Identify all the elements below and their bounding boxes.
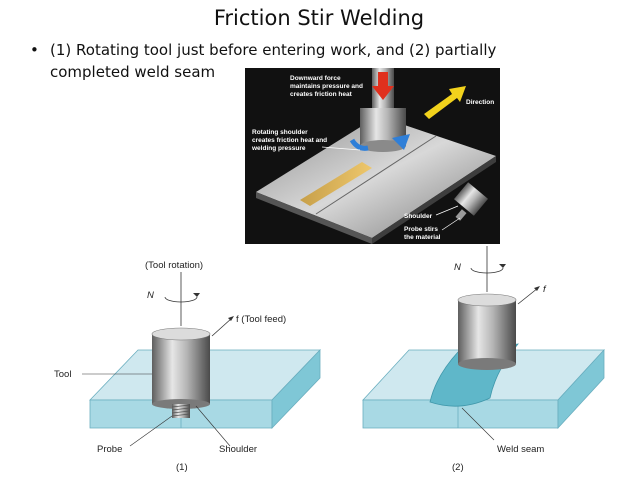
label-n-2: N (454, 262, 461, 273)
label-weld-seam: Weld seam (497, 444, 544, 455)
rotation-arrowhead-2 (499, 264, 506, 268)
label-rotating-shoulder-2: creates friction heat and (252, 137, 327, 144)
label-probe-2: the material (404, 234, 441, 241)
label-downward-force-1: Downward force (290, 75, 341, 82)
label-direction: Direction (466, 99, 494, 106)
tool-shoulder-face (360, 140, 406, 152)
plate-joint-line (315, 135, 437, 215)
tool-top-2 (457, 293, 517, 307)
diagram-1-tool-before-entry: (Tool rotation) N f (Tool feed) Tool Pro… (54, 260, 321, 473)
rotation-arrow-left (349, 138, 369, 151)
label-downward-force-2: maintains pressure and (290, 83, 363, 90)
workpiece-plates (256, 116, 496, 238)
rotation-arc-1 (164, 296, 198, 303)
tool-top-1 (151, 327, 211, 341)
plate-front-edge (256, 192, 372, 244)
label-tool-rotation: (Tool rotation) (145, 260, 203, 271)
slide-title: Friction Stir Welding (213, 6, 425, 30)
label-shoulder: Shoulder (404, 213, 433, 220)
probe-detail (455, 209, 467, 221)
leader-weld-seam (461, 407, 495, 441)
shoulder-probe-detail (453, 182, 489, 216)
label-tool-feed: f (Tool feed) (236, 314, 286, 325)
leader-probe-1 (129, 415, 173, 447)
label-shoulder-1: Shoulder (219, 444, 257, 455)
fsw-photo-illustration: Downward force maintains pressure and cr… (245, 68, 500, 244)
leader-probe (441, 217, 461, 231)
diagram-2-partial-weld: N f Weld seam (2) (362, 246, 605, 473)
rotation-arrow-right (392, 134, 410, 150)
label-f-2: f (543, 284, 547, 295)
feed-arrowhead-1 (228, 316, 234, 321)
caption-1: (1) (176, 462, 188, 473)
feed-arrowhead-2 (534, 286, 540, 291)
tool-cylinder-2 (458, 300, 516, 364)
caption-2: (2) (452, 462, 464, 473)
label-probe-1: Probe stirs (404, 226, 438, 233)
bullet-text-line-1: (1) Rotating tool just before entering w… (50, 41, 497, 59)
probe-threads (171, 404, 191, 417)
label-downward-force-3: creates friction heat (290, 91, 353, 98)
bullet-symbol: • (30, 41, 39, 59)
feed-arrow-1 (211, 317, 233, 337)
feed-arrow-2 (517, 287, 539, 305)
plate-side-1 (271, 349, 321, 429)
leader-shoulder (435, 205, 459, 216)
leader-shoulder-1 (195, 405, 231, 447)
leader-rotating-shoulder (321, 146, 361, 151)
plate-side-2 (557, 348, 605, 430)
bullet-text-line-2: completed weld seam (50, 63, 216, 81)
rotation-arc-2 (470, 267, 504, 274)
label-probe: Probe (97, 444, 122, 455)
label-rotating-shoulder-1: Rotating shoulder (252, 129, 308, 136)
rotation-arrowhead-1 (193, 293, 200, 297)
tool-cylinder-1 (152, 334, 210, 404)
weld-seam-photo (300, 162, 372, 206)
label-tool: Tool (54, 369, 71, 380)
direction-arrow (424, 86, 466, 119)
tool-bottom-2 (458, 358, 516, 370)
label-rotating-shoulder-3: welding pressure (251, 145, 306, 152)
plate-side-edge (372, 156, 496, 244)
label-n-1: N (147, 290, 154, 301)
downward-force-arrow (372, 72, 394, 100)
